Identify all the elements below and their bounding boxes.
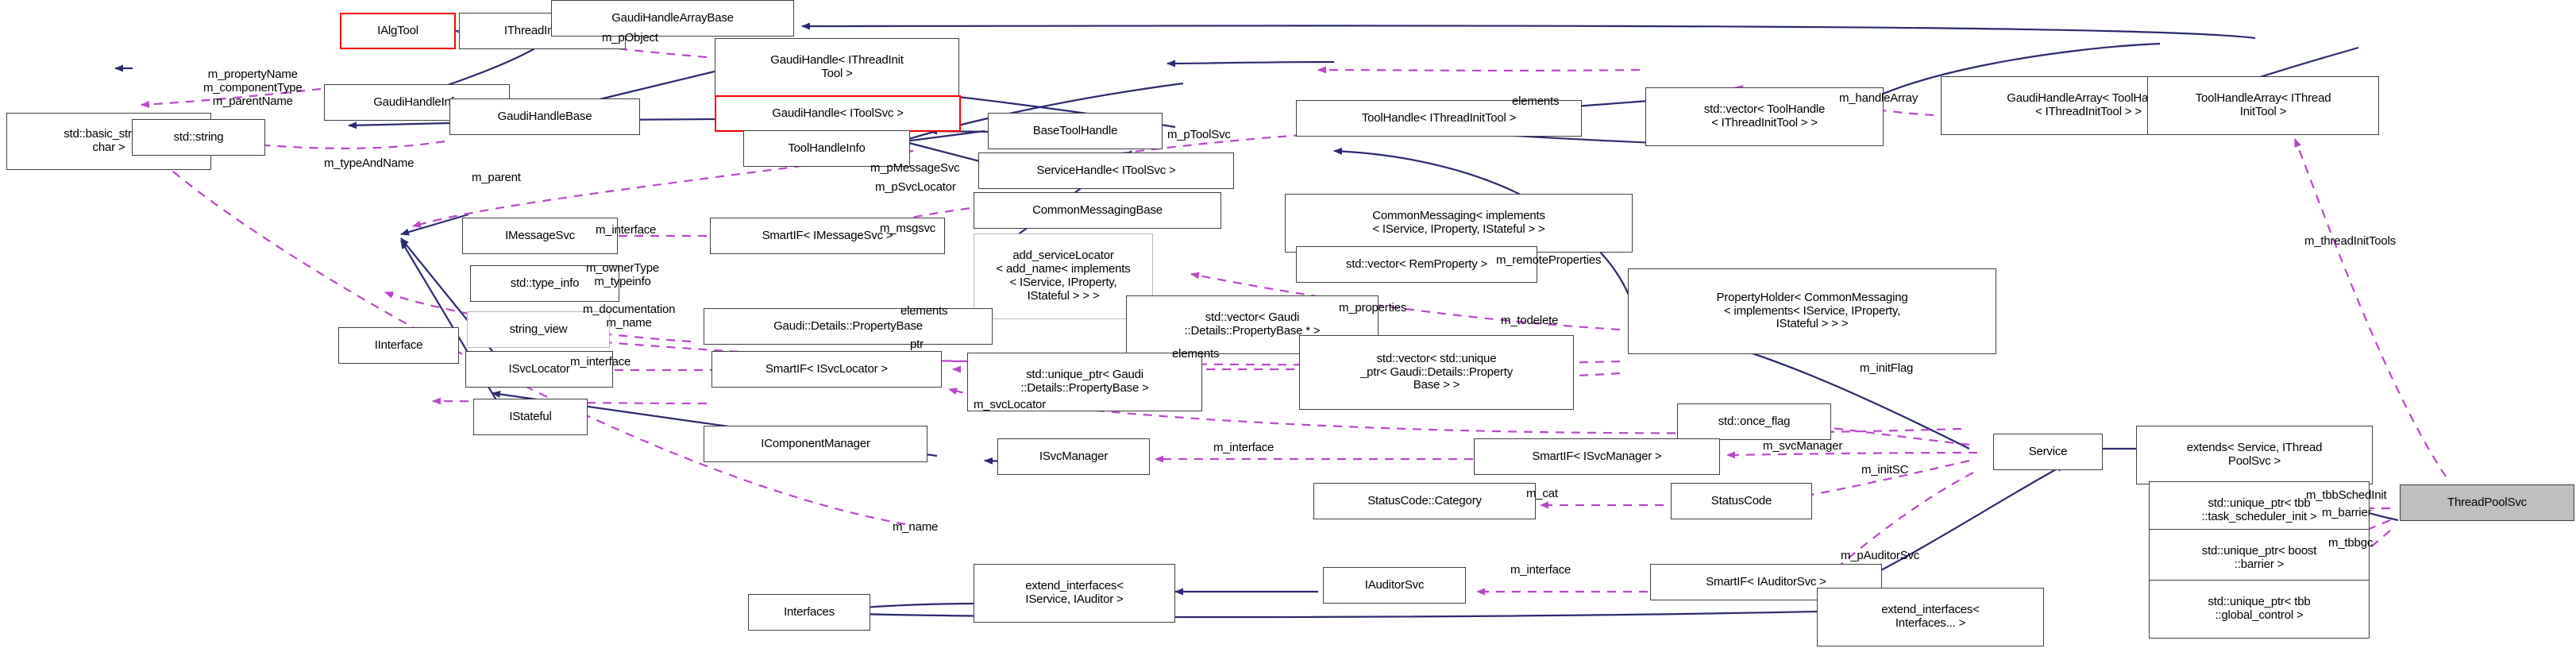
edge-label-m-properties: m_properties — [1339, 301, 1407, 314]
edge-label-elements-1: elements — [1512, 95, 1560, 108]
class-node-toolhandleinfo[interactable]: ToolHandleInfo — [743, 130, 910, 167]
edge-label-m-barrier: m_barrier — [2322, 506, 2372, 519]
class-node-vec-gaudi-propbase[interactable]: std::vector< Gaudi ::Details::PropertyBa… — [1126, 295, 1379, 354]
class-node-gh-ithreadinittool[interactable]: GaudiHandle< IThreadInit Tool > — [715, 38, 959, 97]
edge-label-m-ownertype: m_ownerType m_typeinfo — [586, 261, 660, 288]
edge-label-m-threadinittools: m_threadInitTools — [2304, 234, 2396, 248]
edge-label-ptr: ptr — [910, 338, 924, 351]
edge-label-m-tbbgc: m_tbbgc — [2328, 536, 2374, 550]
edge-label-m-handlearray: m_handleArray — [1839, 91, 1919, 105]
edge-label-m-pauditorsvc: m_pAuditorSvc — [1841, 549, 1920, 562]
class-node-statuscode-category[interactable]: StatusCode::Category — [1313, 483, 1536, 519]
edge-label-m-pmessagesvc: m_pMessageSvc — [870, 161, 960, 175]
class-node-extend-interfaces2[interactable]: extend_interfaces< IService, IAuditor > — [974, 564, 1175, 623]
class-node-vec-uniqueptr-pb[interactable]: std::vector< std::unique _ptr< Gaudi::De… — [1299, 335, 1574, 410]
class-node-icomponentmanager[interactable]: IComponentManager — [704, 426, 927, 462]
class-node-commonmessaging[interactable]: CommonMessaging< implements < IService, … — [1285, 194, 1633, 253]
class-node-extend-interfaces[interactable]: extend_interfaces< Interfaces... > — [1817, 588, 2044, 646]
class-node-service[interactable]: Service — [1993, 434, 2103, 470]
edge-label-m-svcmanager: m_svcManager — [1763, 439, 1843, 453]
class-node-extends-service[interactable]: extends< Service, IThread PoolSvc > — [2136, 426, 2373, 484]
edge-inherit — [400, 213, 469, 236]
class-node-propertybase[interactable]: Gaudi::Details::PropertyBase — [704, 308, 993, 345]
class-node-threadpoolsvc[interactable]: ThreadPoolSvc — [2400, 484, 2574, 521]
edge-label-m-interface-3: m_interface — [1213, 441, 1275, 454]
class-node-statuscode[interactable]: StatusCode — [1671, 483, 1812, 519]
class-node-toolhandlearray[interactable]: ToolHandleArray< IThread InitTool > — [2147, 76, 2379, 135]
class-node-servicehandle-itoolsvc[interactable]: ServiceHandle< IToolSvc > — [978, 152, 1234, 189]
edge-label-m-todelete: m_todelete — [1501, 314, 1559, 327]
class-node-gaudihandlebase[interactable]: GaudiHandleBase — [449, 98, 640, 135]
class-node-interfaces[interactable]: Interfaces — [748, 594, 870, 631]
class-node-smartif-imessagesvc[interactable]: SmartIF< IMessageSvc > — [710, 218, 945, 254]
edge-label-m-documentation: m_documentation m_name — [583, 303, 676, 330]
class-node-smartif-isvcmanager[interactable]: SmartIF< ISvcManager > — [1474, 438, 1720, 475]
edge-label-elements-2: elements — [900, 304, 948, 318]
class-node-basetoolhandle[interactable]: BaseToolHandle — [988, 113, 1163, 149]
edge-inherit — [348, 122, 450, 129]
class-node-string-view[interactable]: string_view — [467, 311, 610, 348]
class-node-uniqueptr-gaudi-pb[interactable]: std::unique_ptr< Gaudi ::Details::Proper… — [967, 353, 1202, 411]
class-node-commonmessagingbase[interactable]: CommonMessagingBase — [974, 192, 1221, 229]
edge-label-m-interface-4: m_interface — [1510, 563, 1571, 577]
class-node-ialgtool[interactable]: IAlgTool — [340, 13, 456, 49]
edge-usage — [1317, 66, 1641, 74]
class-node-isvcmanager[interactable]: ISvcManager — [997, 438, 1150, 475]
edge-label-m-propertyname: m_propertyName m_componentType m_parentN… — [203, 68, 303, 108]
class-node-uniqueptr-tbb-global[interactable]: std::unique_ptr< tbb ::global_control > — [2149, 580, 2370, 639]
class-node-add-servicelocator[interactable]: add_serviceLocator < add_name< implement… — [974, 233, 1153, 319]
class-node-toolhandle-ithread[interactable]: ToolHandle< IThreadInitTool > — [1296, 100, 1582, 137]
edge-label-m-parent: m_parent — [472, 171, 521, 184]
class-node-once-flag[interactable]: std::once_flag — [1677, 403, 1831, 440]
edge-label-m-psvclocator: m_pSvcLocator — [875, 180, 956, 194]
edge-label-m-initflag: m_initFlag — [1860, 361, 1914, 375]
class-node-gh-itoolsvc[interactable]: GaudiHandle< IToolSvc > — [715, 95, 961, 132]
edge-label-m-typeandname: m_typeAndName — [324, 156, 415, 170]
class-node-smartif-isvclocator[interactable]: SmartIF< ISvcLocator > — [711, 351, 942, 388]
edge-label-elements-3: elements — [1172, 347, 1220, 361]
class-node-iauditorsvc[interactable]: IAuditorSvc — [1323, 567, 1466, 604]
edge-label-m-ptoolsvc: m_pToolSvc — [1167, 128, 1231, 141]
edge-label-m-tbbschedinit: m_tbbSchedInit — [2306, 488, 2387, 502]
edge-inherit — [1167, 60, 1335, 68]
class-node-gaudihandlearraybase[interactable]: GaudiHandleArrayBase — [551, 0, 794, 37]
edge-label-m-msgsvc: m_msgsvc — [880, 222, 936, 235]
edge-label-m-initsc: m_initSC — [1861, 463, 1909, 477]
class-node-typeinfo[interactable]: std::type_info — [470, 265, 619, 302]
edge-label-m-pobject: m_pObject — [602, 31, 658, 44]
edge-label-m-remoteproperties: m_remoteProperties — [1496, 253, 1602, 267]
class-node-string[interactable]: std::string — [132, 119, 265, 156]
edge-label-m-interface-2: m_interface — [570, 355, 631, 369]
edge-label-m-name: m_name — [893, 520, 939, 534]
class-node-imessagesvc[interactable]: IMessageSvc — [462, 218, 618, 254]
class-node-vec-toolhandle[interactable]: std::vector< ToolHandle < IThreadInitToo… — [1645, 87, 1884, 146]
edge-label-m-cat: m_cat — [1526, 487, 1558, 500]
class-node-propertyholder[interactable]: PropertyHolder< CommonMessaging < implem… — [1628, 268, 1996, 354]
edge-label-m-interface-1: m_interface — [596, 223, 657, 237]
class-node-iinterface[interactable]: IInterface — [338, 327, 459, 364]
edge-inherit — [801, 22, 2256, 40]
edge-label-m-svclocator: m_svcLocator — [974, 398, 1046, 411]
class-node-istateful[interactable]: IStateful — [473, 399, 588, 435]
class-node-islvclocator[interactable]: ISvcLocator — [465, 351, 613, 388]
class-node-vec-remproperty[interactable]: std::vector< RemProperty > — [1296, 246, 1537, 283]
